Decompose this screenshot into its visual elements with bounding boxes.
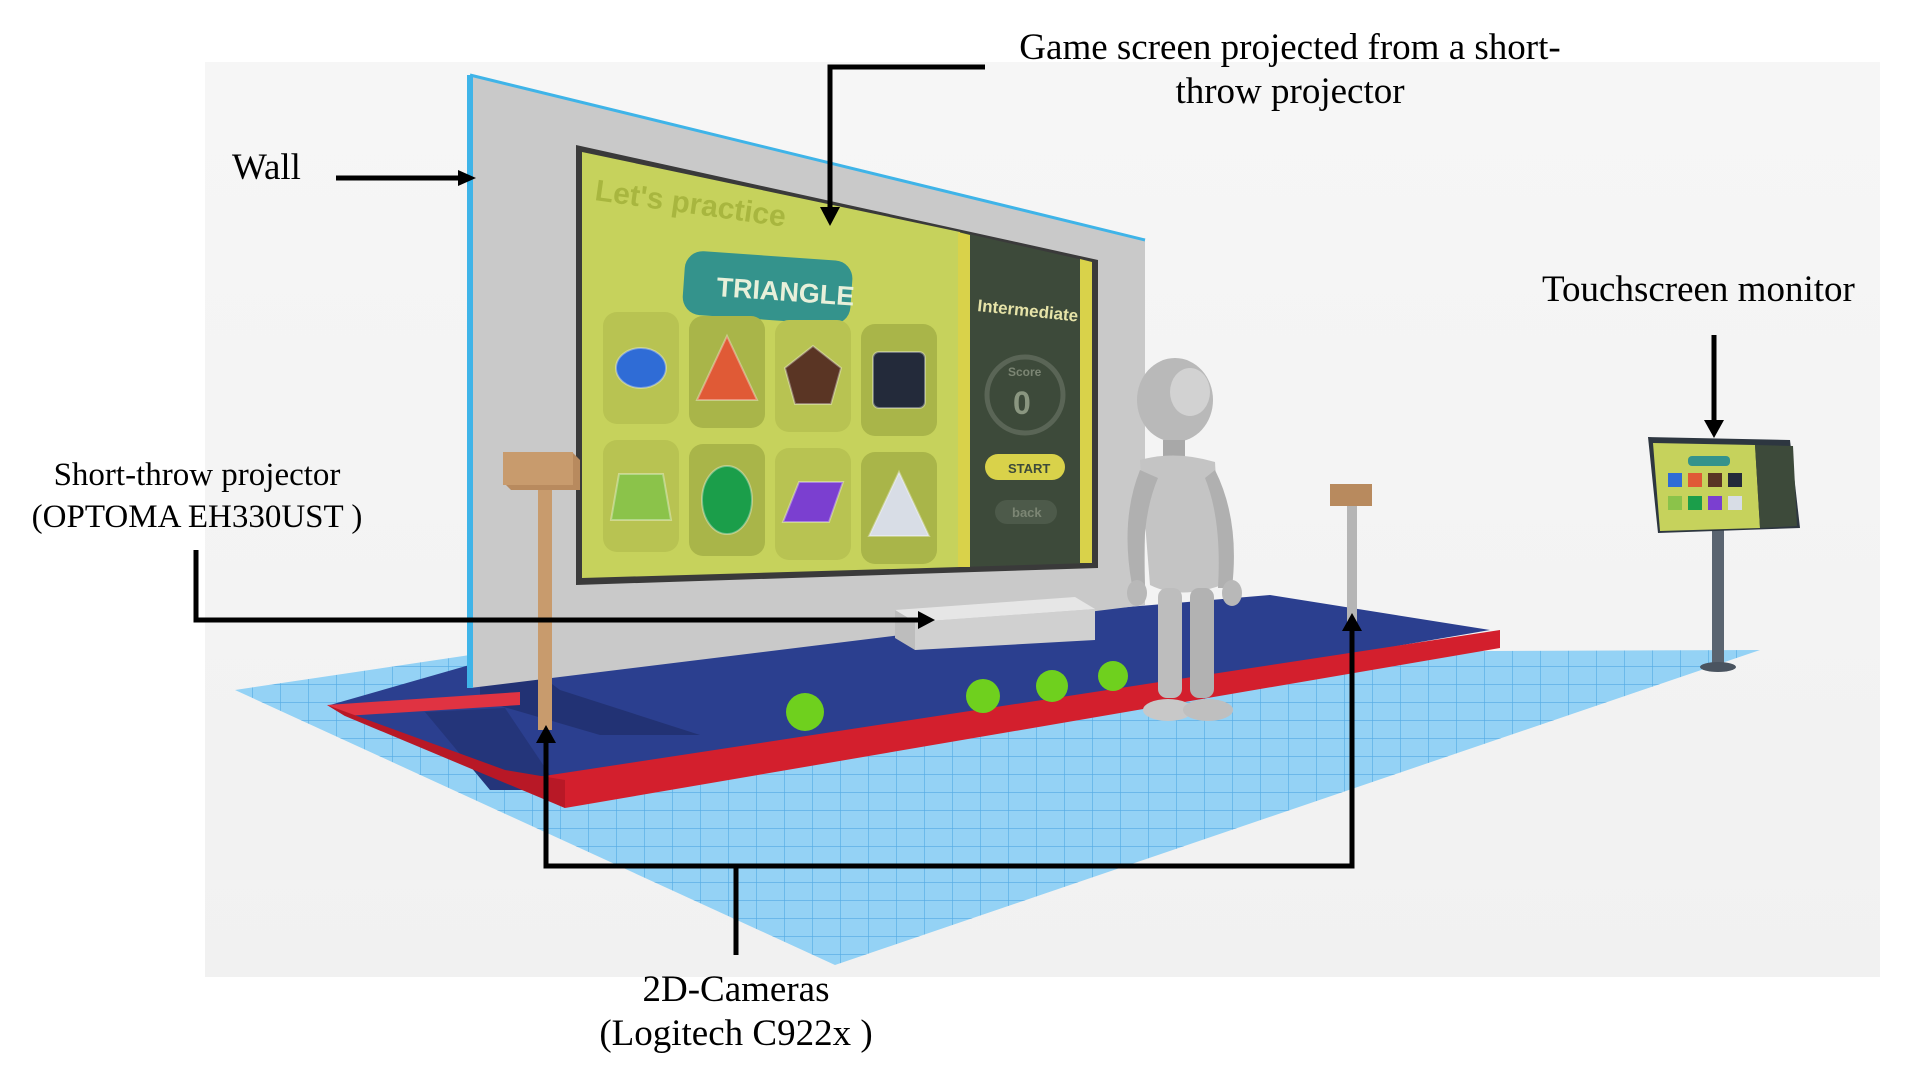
- square-shape: [872, 351, 926, 409]
- label-game-screen: Game screen projected from a short- thro…: [985, 26, 1595, 114]
- game-screen-side-panel: [960, 232, 1092, 567]
- stage-ramp-left: [425, 708, 560, 790]
- wall-top-edge: [469, 73, 1146, 242]
- start-button-shape: [985, 454, 1065, 480]
- start-label: START: [1008, 461, 1050, 476]
- pyramid-shape: [695, 333, 759, 401]
- target-chip: TRIANGLE: [682, 251, 855, 325]
- label-projector-line2: (OPTOMA EH330UST ): [31, 499, 363, 535]
- annotation-lines: [193, 64, 1717, 955]
- camera-right-device: [1330, 484, 1372, 628]
- label-game-screen-line1: Game screen projected from a short-: [1019, 27, 1561, 68]
- parallelogram-shape: [781, 481, 845, 523]
- arrow-cameras: [543, 628, 1355, 869]
- rail-front-long: [505, 630, 1500, 808]
- pyramid-white-shape: [867, 469, 931, 537]
- label-wall: Wall: [232, 147, 301, 188]
- camera-left-device: [503, 452, 580, 730]
- rail-left-end: [327, 705, 565, 808]
- label-cameras: 2D-Cameras (Logitech C922x ): [566, 968, 906, 1056]
- arrow-game-screen: [827, 64, 985, 212]
- touchscreen-monitor-device: [1648, 437, 1800, 672]
- arrow-heads: [458, 170, 1724, 743]
- oval-shape: [615, 347, 667, 389]
- label-projector-line1: Short-throw projector: [53, 457, 341, 493]
- pentagon-shape: [783, 344, 843, 405]
- humanoid-robot: [1127, 358, 1242, 721]
- short-throw-projector-device: [895, 597, 1095, 650]
- projected-game-screen: Let's practice TRIANGLE Intermediate Sco…: [576, 145, 1098, 585]
- label-cameras-line1: 2D-Cameras: [642, 969, 830, 1010]
- label-touchscreen: Touchscreen monitor: [1542, 269, 1855, 310]
- hazard-stripe-right: [1080, 259, 1092, 563]
- oval-tall-shape: [701, 465, 753, 535]
- arrow-projector: [193, 550, 922, 623]
- score-circle: [984, 354, 1066, 436]
- trapezoid-shape: [609, 473, 673, 521]
- rail-front-top: [327, 692, 520, 716]
- hazard-stripe-left: [958, 232, 970, 567]
- score-value: 0: [1013, 385, 1031, 421]
- back-label: back: [1012, 505, 1042, 520]
- stage-ramp-back: [480, 630, 700, 735]
- label-game-screen-line2: throw projector: [1175, 71, 1405, 112]
- back-button-shape: [995, 500, 1057, 524]
- label-cameras-line2: (Logitech C922x ): [599, 1013, 873, 1054]
- balls: [786, 661, 1128, 731]
- shape-tiles: [603, 312, 937, 564]
- label-projector: Short-throw projector (OPTOMA EH330UST ): [12, 454, 382, 538]
- score-label: Score: [1008, 365, 1042, 379]
